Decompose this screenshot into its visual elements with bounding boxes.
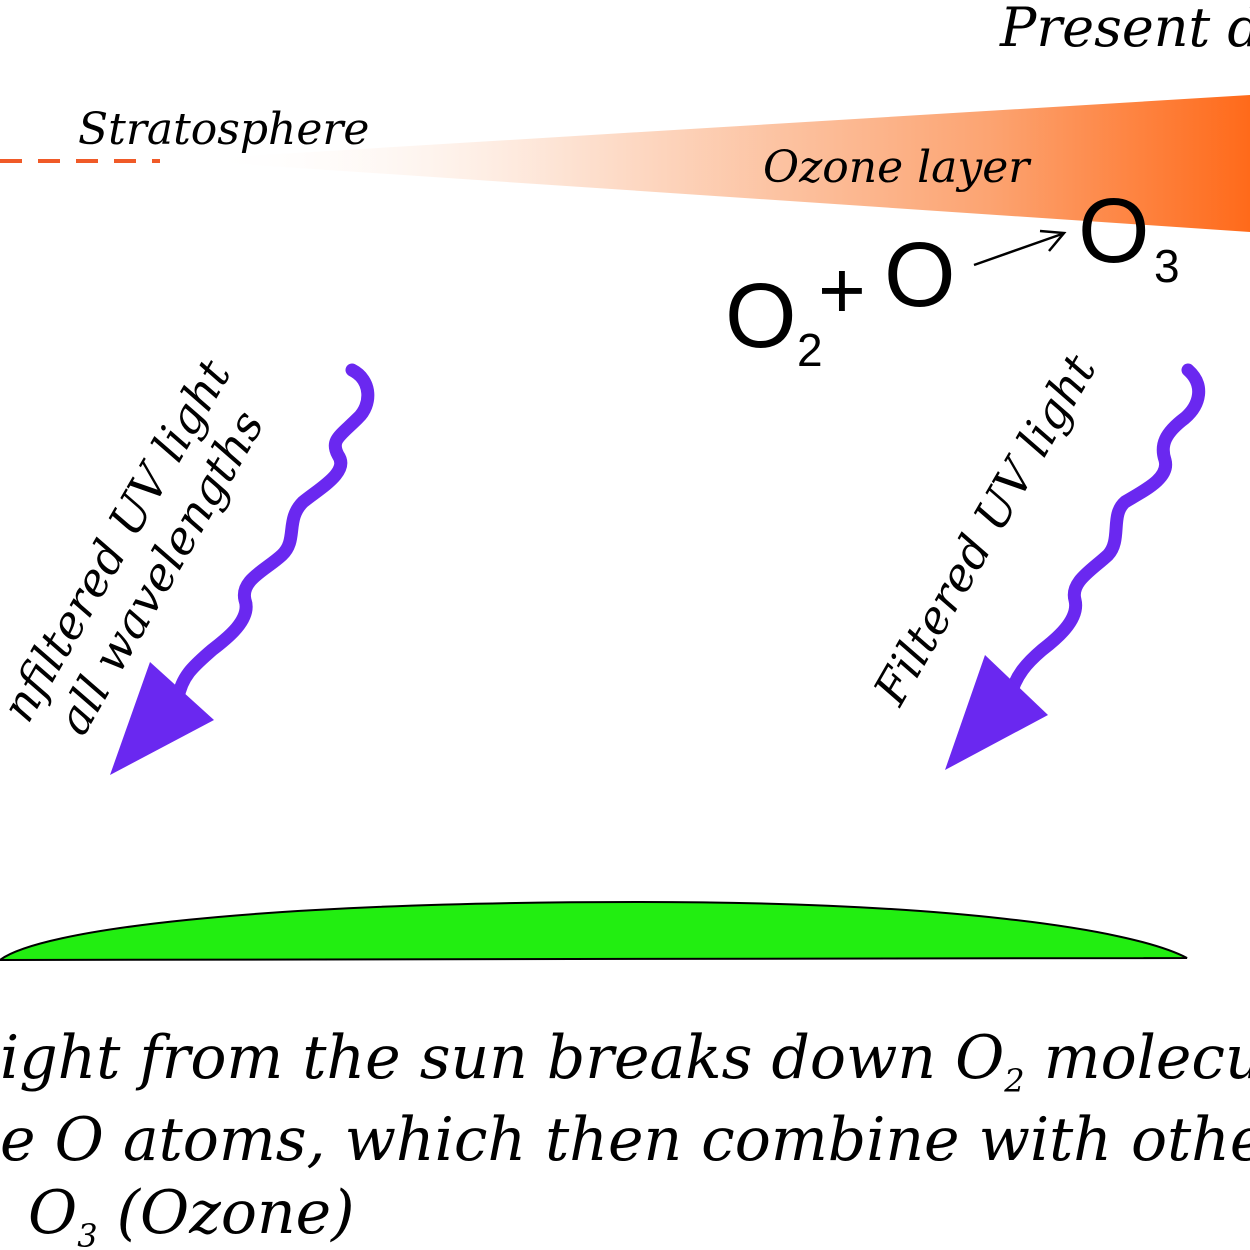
caption-line-1: ight from the sun breaks down O2 molecul… <box>0 1023 1250 1100</box>
caption-line-3-b: (Ozone) <box>98 1178 355 1248</box>
reactant-o: O <box>884 224 956 326</box>
present-day-label: Present d <box>999 0 1250 59</box>
ozone-layer-wedge <box>180 95 1250 232</box>
caption-line-2: e O atoms, which then combine with other… <box>0 1105 1250 1175</box>
caption-line-3: O3 (Ozone) <box>28 1178 355 1250</box>
reactant-o2: O <box>725 265 797 367</box>
reaction-arrow <box>973 229 1067 267</box>
ground-surface <box>0 900 1188 962</box>
caption-line-1-b: molecules <box>1025 1023 1250 1093</box>
product-o3-subscript: 3 <box>1154 240 1180 292</box>
product-o3: O <box>1078 180 1150 282</box>
caption-line-3-a: O <box>28 1178 77 1248</box>
unfiltered-uv-wave-arrow <box>110 363 375 775</box>
ozone-layer-label: Ozone layer <box>763 142 1032 193</box>
caption-line-1-subscript: 2 <box>1003 1062 1024 1100</box>
caption-line-1-a: ight from the sun breaks down O <box>0 1023 1004 1093</box>
plus-sign: + <box>818 245 866 336</box>
stratosphere-label: Stratosphere <box>78 104 369 155</box>
caption-line-3-subscript: 3 <box>77 1217 97 1250</box>
reactant-o2-subscript: 2 <box>797 324 823 376</box>
filtered-uv-wave-arrow <box>945 363 1205 770</box>
